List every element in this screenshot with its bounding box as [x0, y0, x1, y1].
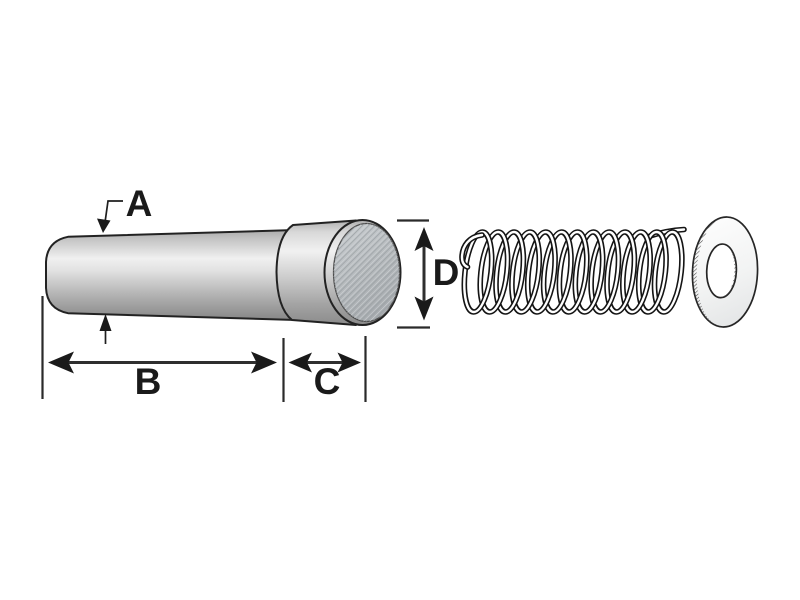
dimension-b: B	[41, 296, 277, 402]
dim-c-right-arrowhead	[337, 352, 361, 373]
dim-d-down-arrowhead	[414, 296, 434, 321]
dim-d-label: D	[433, 252, 460, 293]
dim-a-label: A	[126, 183, 153, 224]
dim-a-leader-line	[103, 200, 123, 227]
dim-a-down-arrowhead	[97, 218, 111, 233]
pin-illustration	[45, 219, 402, 326]
spring-left-tail	[459, 232, 485, 270]
dimension-d: D	[397, 219, 460, 329]
pin-shaft	[45, 229, 297, 321]
dim-c-left-arrowhead	[288, 352, 312, 373]
dim-a-up-arrowhead	[99, 314, 112, 331]
dimension-a: A	[97, 183, 152, 344]
dim-b-right-arrowhead	[251, 351, 277, 374]
washer-left-rim-hatch	[692, 217, 728, 327]
washer-hole-wall-hatch	[720, 244, 737, 298]
dim-b-label: B	[135, 361, 162, 402]
pin-head-face-hatch	[333, 223, 400, 322]
washer-illustration	[691, 216, 759, 328]
dim-b-left-arrowhead	[48, 351, 74, 374]
dim-c-label: C	[314, 361, 341, 402]
dimension-c: C	[282, 336, 367, 402]
pin-head	[275, 219, 402, 326]
spring-illustration	[459, 226, 686, 313]
dim-d-up-arrowhead	[414, 227, 434, 251]
